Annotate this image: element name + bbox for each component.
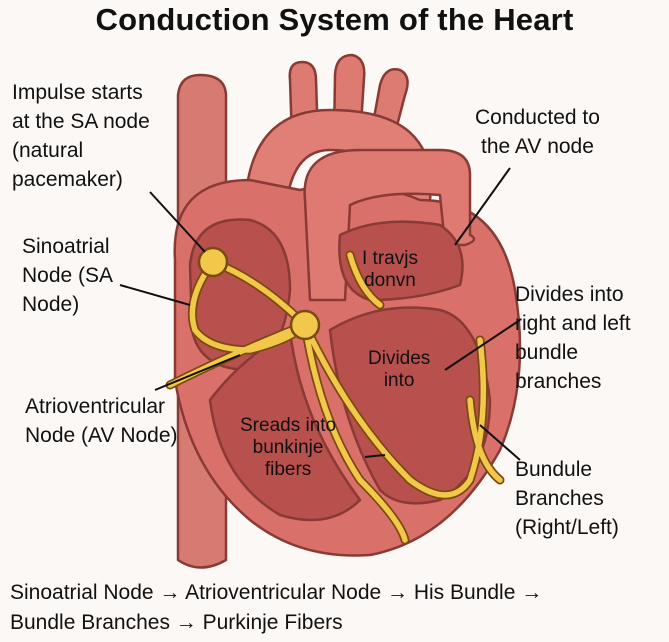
leader-lines [119, 167, 521, 461]
label-spreads-purkinje: Sreads into bunkinje fibers [240, 415, 337, 480]
label-av-node: Atrioventricular Node (AV Node) [25, 395, 178, 447]
pathway-summary-line2: Bundle Branches → Purkinje Fibers [10, 611, 343, 634]
pulmonary-artery [303, 148, 476, 302]
label-divides-into: Divides into [368, 348, 431, 391]
label-sa-node: Sinoatrial Node (SA Node) [22, 235, 114, 316]
sa-node [197, 246, 229, 278]
label-divides-right-left: Divides into right and left bundle branc… [515, 283, 631, 393]
pathway-summary-line1: Sinoatrial Node → Atrioventricular Node … [10, 581, 543, 604]
internodal-pathway [189, 259, 308, 353]
left-bundle-branch [302, 322, 487, 498]
purkinje-fiber [467, 397, 503, 483]
left-atrium [338, 220, 464, 302]
right-bundle-branch [302, 322, 408, 543]
label-travels-down: I travjs donvn [362, 248, 418, 291]
page-title: Conduction System of the Heart [95, 2, 574, 37]
label-bundle-branches: Bundule Branches (Right/Left) [515, 458, 619, 539]
av-node [289, 309, 321, 341]
label-impulse-starts: Impulse starts at the SA node (natural p… [12, 81, 150, 191]
label-conducted-av: Conducted to the AV node [475, 106, 600, 158]
his-bundle [347, 252, 383, 308]
